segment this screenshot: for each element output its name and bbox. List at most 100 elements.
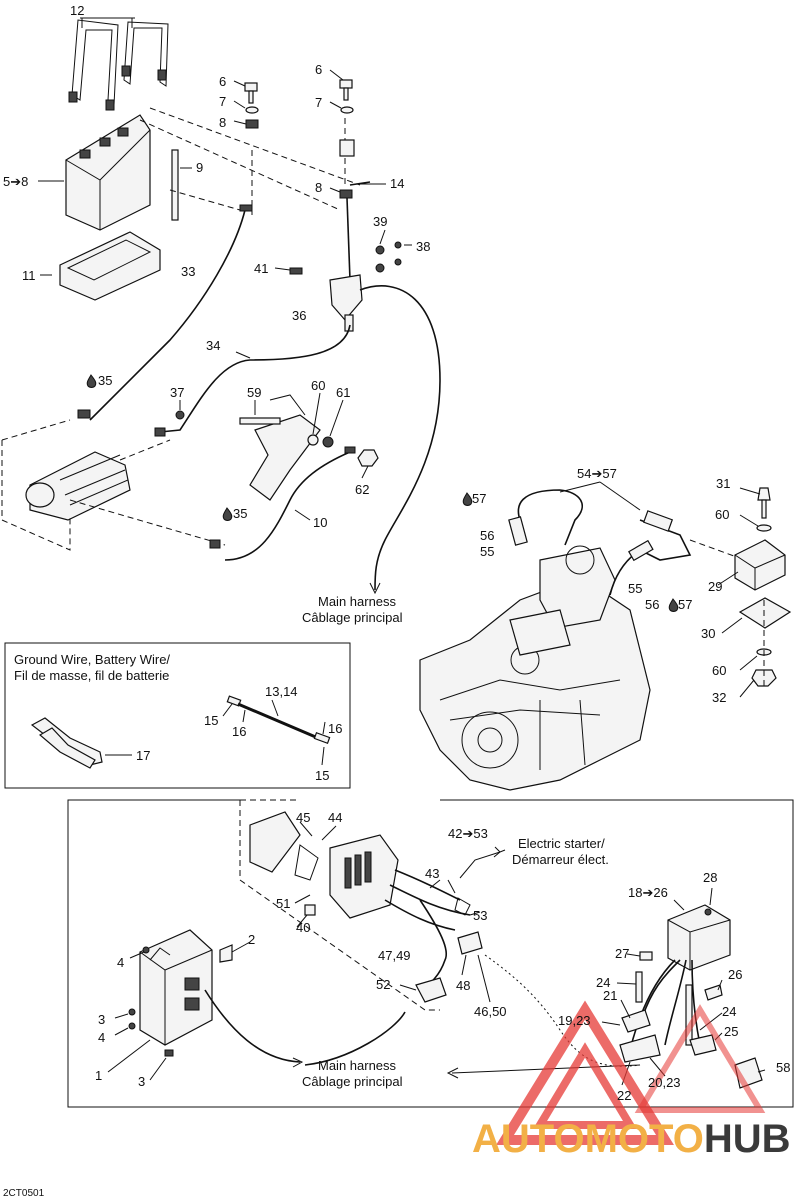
battery-cable (226, 695, 331, 744)
callout-label: 15 (204, 713, 218, 728)
callout-label: 58 (776, 1060, 790, 1075)
callout-label: 28 (703, 870, 717, 885)
callout-label: 21 (603, 988, 617, 1003)
gasket-30 (738, 597, 792, 629)
spark-plug-wire-rear (609, 519, 692, 596)
callout-label: 51 (276, 896, 290, 911)
main-harness-caption-en-2: Main harness (318, 1058, 397, 1073)
starter-caption-fr: Démarreur élect. (512, 852, 609, 867)
callout-label: 27 (615, 946, 629, 961)
clamp-36 (329, 274, 363, 332)
callout-label: 19,23 (558, 1013, 591, 1028)
callout-label: 60 (712, 663, 726, 678)
callout-label: 44 (328, 810, 342, 825)
bolt-6a (244, 82, 258, 104)
callout-label: 55 (628, 581, 642, 596)
callout-label: 24 (596, 975, 610, 990)
screw-40 (304, 904, 316, 916)
washer-60a (307, 434, 319, 446)
connector-52 (415, 977, 447, 1003)
harness-to-regulator (394, 869, 461, 901)
callout-label: 6 (315, 62, 322, 77)
ground-box-title-en: Ground Wire, Battery Wire/ (14, 652, 170, 667)
callout-label: 6 (219, 74, 226, 89)
callout-label: 41 (254, 261, 268, 276)
nut-8b (339, 189, 353, 199)
oil-drop-icon (86, 374, 97, 388)
connector-19 (621, 1009, 651, 1033)
callout-label: 2 (248, 932, 255, 947)
callout-label: 11 (22, 268, 36, 283)
clip-2 (219, 944, 233, 963)
callout-label: 55 (480, 544, 494, 559)
battery-strap (68, 19, 169, 111)
nut-8a (245, 119, 259, 129)
callout-label: 40 (296, 920, 310, 935)
callout-label: 45 (296, 810, 310, 825)
starter-caption-en: Electric starter/ (518, 836, 605, 851)
callout-label: 12 (70, 3, 84, 18)
connector-20 (619, 1034, 661, 1063)
callout-label: 35 (98, 373, 112, 388)
figure-code: 2CT0501 (3, 1188, 45, 1199)
watermark-text: AUTOMOTOHUB (472, 1117, 791, 1161)
callout-label: 15 (315, 768, 329, 783)
callout-label: 7 (315, 95, 322, 110)
spark-plug-wire-front (517, 489, 583, 546)
callout-label: 36 (292, 308, 306, 323)
oil-drop-icon (668, 598, 679, 612)
screw-41 (289, 267, 303, 275)
nut-62 (357, 449, 379, 467)
connector-48 (457, 931, 483, 955)
callout-label: 3 (138, 1074, 145, 1089)
callout-label: 24 (722, 1004, 736, 1019)
callout-label: 29 (708, 579, 722, 594)
callout-label: 60 (715, 507, 729, 522)
callout-label: 5➔8 (3, 174, 28, 189)
callout-label: 8 (219, 115, 226, 130)
callout-label: 54➔57 (577, 466, 617, 481)
callout-label: 17 (136, 748, 150, 763)
starter-solenoid (667, 904, 731, 971)
main-harness-caption-fr: Câblage principal (302, 610, 403, 625)
callout-label: 4 (117, 955, 124, 970)
callout-label: 39 (373, 214, 387, 229)
callout-label: 7 (219, 94, 226, 109)
callout-label: 48 (456, 978, 470, 993)
engine (419, 545, 651, 791)
ground-box-title-fr: Fil de masse, fil de batterie (14, 668, 169, 683)
callout-label: 57 (472, 491, 486, 506)
callout-label: 25 (724, 1024, 738, 1039)
ignition-coil (734, 539, 786, 591)
callout-label: 4 (98, 1030, 105, 1045)
nut-39 (375, 245, 385, 255)
cable-34 (159, 324, 351, 433)
oil-drop-icon (462, 492, 473, 506)
ground-wire-box (4, 642, 351, 789)
cable-10 (224, 451, 351, 561)
callout-label: 62 (355, 482, 369, 497)
spacer (339, 139, 355, 157)
crimping-tool (30, 717, 103, 769)
callout-label: 20,23 (648, 1075, 681, 1090)
callout-label: 35 (233, 506, 247, 521)
callout-label: 10 (313, 515, 327, 530)
callout-label: 3 (98, 1012, 105, 1027)
callout-label: 56 (645, 597, 659, 612)
cable-14 (346, 197, 351, 281)
clip-26 (704, 984, 723, 1001)
callout-label: 13,14 (265, 684, 298, 699)
callout-label: 60 (311, 378, 325, 393)
bolt-6b (339, 79, 353, 101)
callout-label: 46,50 (474, 1004, 507, 1019)
battery (65, 114, 151, 231)
callout-label: 22 (617, 1088, 631, 1103)
callout-label: 57 (678, 597, 692, 612)
starter-motor (25, 451, 131, 521)
callout-label: 32 (712, 690, 726, 705)
electronic-module (139, 929, 213, 1046)
callout-label: 37 (170, 385, 184, 400)
callout-label: 43 (425, 866, 439, 881)
callout-label: 47,49 (378, 948, 411, 963)
